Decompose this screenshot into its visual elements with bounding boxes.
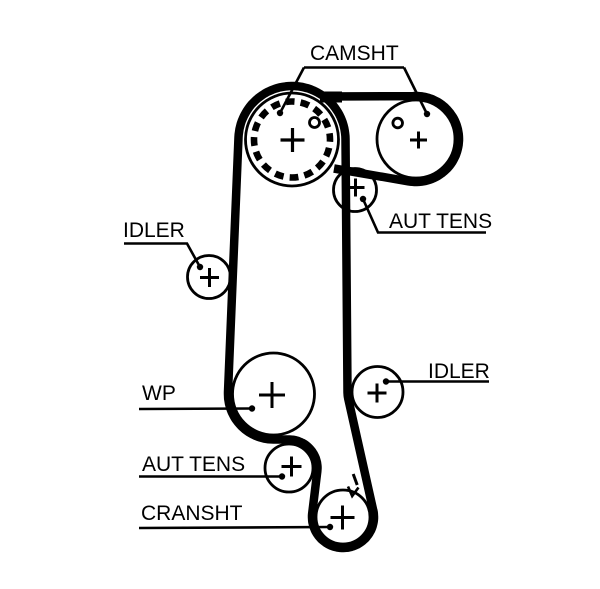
auto-tensioner-lower bbox=[263, 442, 315, 494]
aut-tens-lower-dot bbox=[278, 473, 286, 480]
camsht-leader-left bbox=[278, 66, 306, 114]
camshaft-pulley-right bbox=[375, 98, 457, 180]
camshaft-left-teeth-ring bbox=[250, 98, 334, 181]
aut-tens-upper-dot bbox=[359, 195, 367, 203]
label-cransht: CRANSHT bbox=[141, 502, 243, 525]
camshaft-right-pin-marker bbox=[391, 116, 404, 130]
idler-right-dot bbox=[382, 378, 390, 385]
camsht-dot-left bbox=[276, 109, 284, 117]
crankshaft-sprocket bbox=[314, 473, 372, 546]
timing-belt-main-loop bbox=[223, 81, 379, 553]
tensioner-lower-center-mark bbox=[281, 456, 302, 477]
crankshaft-timing-notch bbox=[346, 485, 360, 499]
idler-pulley-left bbox=[186, 254, 232, 300]
leader-lines bbox=[124, 66, 489, 531]
label-aut-tens-lower: AUT TENS bbox=[142, 453, 246, 476]
water-pump-outline bbox=[231, 351, 316, 437]
wp-dot bbox=[248, 405, 256, 412]
camsht-dot-right bbox=[423, 110, 431, 118]
idler-left-center-mark bbox=[200, 268, 219, 287]
label-aut-tens-upper: AUT TENS bbox=[389, 210, 493, 233]
label-wp: WP bbox=[142, 382, 176, 405]
tensioner-lower-outline bbox=[263, 442, 315, 494]
idler-pulley-right bbox=[350, 365, 405, 419]
camshaft-sprocket-left bbox=[244, 91, 340, 188]
cransht-dot bbox=[326, 523, 334, 531]
crankshaft-center-mark bbox=[330, 505, 355, 530]
aut-tens-upper-leader bbox=[361, 198, 486, 234]
idler-left-dot bbox=[196, 263, 204, 271]
label-idler-left: IDLER bbox=[123, 219, 185, 242]
wp-leader bbox=[138, 407, 253, 411]
water-pump-center-mark bbox=[259, 382, 285, 408]
idler-right-center-mark bbox=[367, 383, 387, 403]
camshaft-left-pin-marker bbox=[308, 116, 321, 129]
label-camsht: CAMSHT bbox=[310, 42, 399, 65]
camsht-leader-right bbox=[402, 66, 429, 115]
belt-splice-mark bbox=[320, 91, 342, 103]
cransht-leader bbox=[138, 525, 331, 530]
timing-belt-top-run bbox=[322, 91, 464, 187]
crankshaft-timing-tick bbox=[351, 473, 359, 486]
idler-left-leader bbox=[124, 242, 202, 268]
camshaft-left-center-mark bbox=[280, 128, 305, 152]
idler-right-outline bbox=[350, 365, 405, 419]
label-idler-right: IDLER bbox=[428, 360, 490, 383]
water-pump-pulley bbox=[231, 351, 316, 437]
camshaft-right-center-mark bbox=[410, 131, 427, 149]
